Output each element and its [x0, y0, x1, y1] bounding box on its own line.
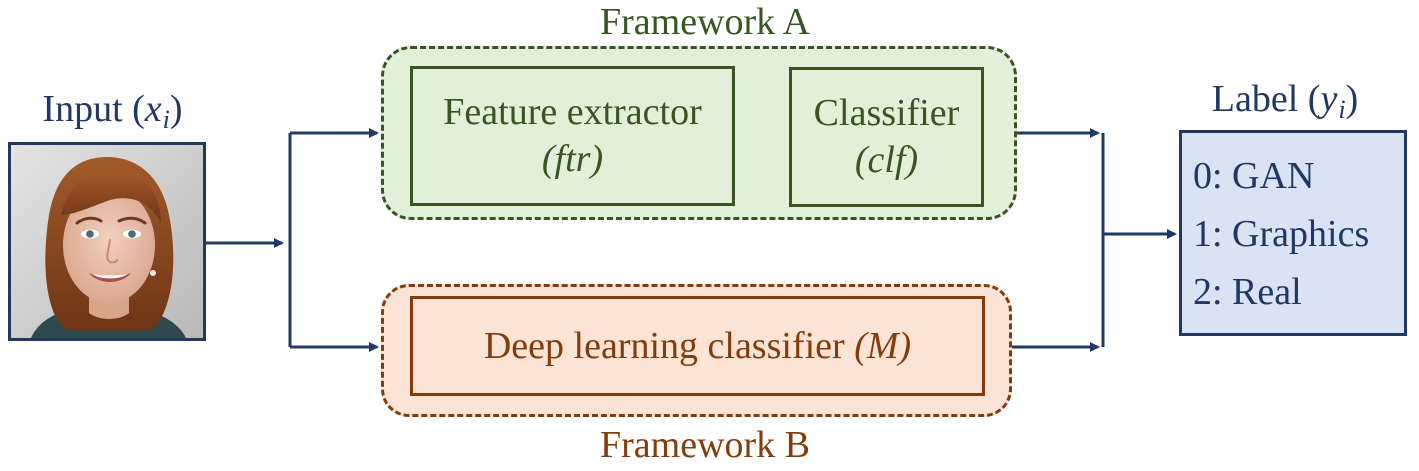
- label-item-graphics: 1: Graphics: [1193, 213, 1370, 255]
- input-symbol-sub: i: [162, 105, 170, 134]
- classifier-symbol: (clf): [854, 139, 919, 181]
- label-symbol-sub: i: [1338, 95, 1346, 124]
- classifier-label: Classifier: [813, 91, 960, 134]
- framework-b-title: Framework B: [599, 424, 811, 466]
- framework-a-title: Framework A: [599, 1, 811, 43]
- input-symbol-close: ): [169, 88, 183, 130]
- label-item-gan: 0: GAN: [1193, 155, 1315, 197]
- label-box: 0: GAN 1: Graphics 2: Real: [1179, 130, 1407, 336]
- input-symbol-open: (: [132, 88, 145, 130]
- feature-extractor-symbol: (ftr): [541, 138, 604, 180]
- feature-extractor-label: Feature extractor: [443, 90, 702, 133]
- classifier-box: Classifier (clf): [789, 67, 984, 207]
- deep-learning-classifier-label: Deep learning classifier: [483, 325, 845, 367]
- label-title-text: Label: [1211, 78, 1299, 120]
- label-symbol-var: y: [1320, 78, 1338, 120]
- label-symbol-close: ): [1345, 78, 1359, 120]
- deep-learning-classifier-symbol: (M): [854, 325, 912, 367]
- input-title: Input (xi): [0, 90, 225, 133]
- label-title: Label (yi): [1170, 80, 1400, 123]
- label-item-real: 2: Real: [1193, 271, 1302, 313]
- input-symbol-var: x: [144, 88, 162, 130]
- feature-extractor-box: Feature extractor (ftr): [410, 66, 735, 206]
- input-title-text: Input: [42, 88, 123, 130]
- input-face-image: [8, 142, 206, 341]
- label-symbol-open: (: [1307, 78, 1321, 120]
- deep-learning-classifier-box: Deep learning classifier (M): [410, 296, 985, 396]
